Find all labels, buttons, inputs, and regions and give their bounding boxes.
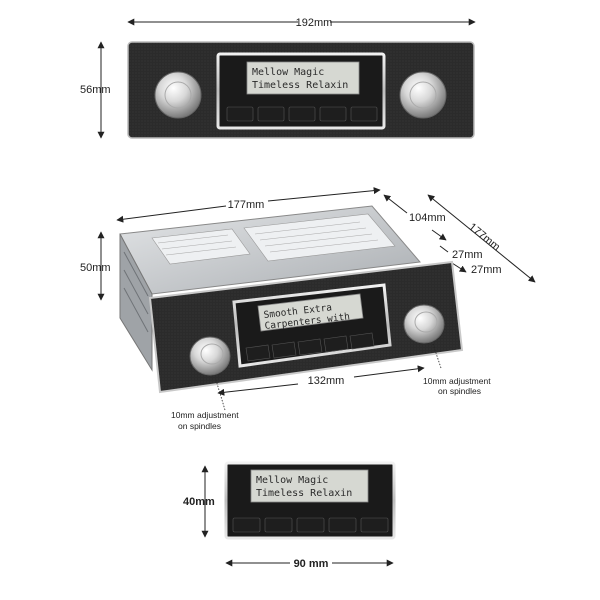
note-right-arrow [432,343,442,369]
module-lcd [250,469,369,503]
front-lcd-line1: Mellow Magic [252,67,324,78]
front-right-knob-cap [409,81,437,109]
iso-offset1-label: 27mm [452,249,483,261]
front-preset-button [257,106,285,122]
iso-chassis-label-2 [243,213,396,262]
module-width-label: 90 mm [294,558,329,570]
front-width-label: 192mm [296,17,333,29]
note-left-line1: 10mm adjustment [171,410,239,420]
iso-length-dimension-line-right [267,187,381,202]
front-left-knob [154,71,202,119]
iso-offset2-dimension-line [451,262,467,273]
module-view: 40mm Mellow Magic Timeless Relaxin 90 mm [183,461,396,570]
iso-total-depth-dimension-line [427,194,536,283]
module-preset-button [328,517,357,533]
front-preset-buttons [226,106,378,122]
front-preset-button [319,106,347,122]
note-left-arrow [215,379,226,411]
note-left-line2: on spindles [178,421,221,431]
iso-preset-buttons [245,332,375,362]
iso-chassis-label [151,228,251,265]
iso-chassis-side [119,233,153,372]
module-preset-buttons [232,517,389,533]
iso-depth-dimension-line [383,194,408,214]
isometric-view: 177mm 50mm 104mm 177mm 27mm 27mm [80,187,536,431]
iso-width-dimension-line [217,383,299,396]
note-right-line2: on spindles [438,386,481,396]
iso-lcd [257,293,364,332]
iso-left-knob [189,336,231,376]
module-lcd-line2: Timeless Relaxin [256,488,352,499]
front-preset-button [288,106,316,122]
iso-preset-button [297,338,323,356]
iso-depth-label: 104mm [409,212,446,224]
iso-label-lines [157,221,379,256]
module-lcd-line1: Mellow Magic [256,475,328,486]
iso-length-dimension-line [116,205,227,223]
iso-length-label: 177mm [228,199,265,211]
note-right-line1: 10mm adjustment [423,376,491,386]
iso-side-vents [123,251,149,333]
iso-width-label: 132mm [308,375,345,387]
front-lcd-line2: Timeless Relaxin [252,80,348,91]
iso-width-dimension-line-right [353,365,425,378]
iso-offset2-label: 27mm [471,264,502,276]
module-preset-button [232,517,261,533]
iso-preset-button [349,332,375,350]
iso-right-knob [403,304,445,344]
front-height-label: 56mm [80,84,111,96]
front-preset-button [226,106,254,122]
iso-left-knob-cap [200,343,224,365]
module-preset-button [296,517,325,533]
iso-preset-button [245,344,271,362]
iso-preset-button [271,341,297,359]
front-preset-button [350,106,378,122]
iso-offset1-dimension-line [439,245,449,253]
module-preset-button [264,517,293,533]
front-lcd [246,61,360,95]
iso-preset-button [323,335,349,353]
module-height-label: 40mm [183,496,215,508]
front-left-knob-cap [164,81,192,109]
module-preset-button [360,517,389,533]
front-right-knob [399,71,447,119]
iso-height-label: 50mm [80,262,111,274]
iso-depth-dimension-line-2 [431,229,447,241]
front-view: 192mm 56mm Mellow Magic Timeless Relaxin [80,17,476,139]
iso-right-knob-cap [414,311,438,333]
